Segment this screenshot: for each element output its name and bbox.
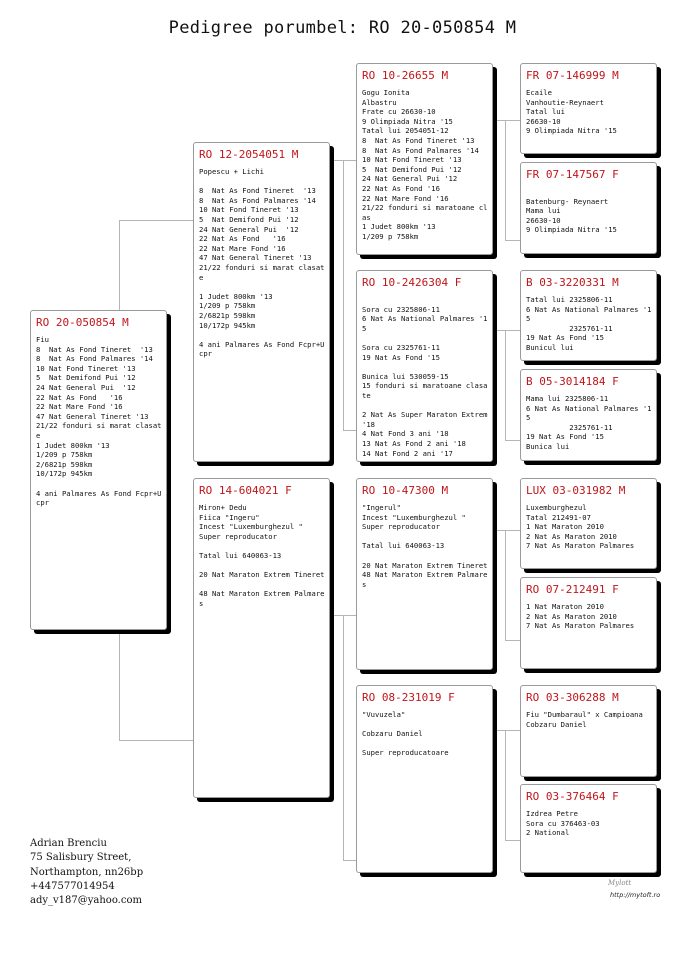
ring-number: RO 03-306288 M <box>526 691 619 704</box>
connector-line <box>492 120 520 121</box>
pigeon-card-dds: RO 03-306288 M Fiu "Dumbaraul" x Campioa… <box>520 685 657 777</box>
owner-city: Northampton, nn26bp <box>30 866 144 878</box>
ring-number: RO 10-2426304 F <box>362 276 462 289</box>
connector-line <box>505 530 506 640</box>
connector-line <box>492 330 520 331</box>
connector-line <box>343 160 344 430</box>
connector-line <box>492 730 520 731</box>
owner-phone: +447577014954 <box>30 880 115 892</box>
ring-number: RO 10-26655 M <box>362 69 449 82</box>
ring-number: FR 07-146999 M <box>526 69 619 82</box>
connector-line <box>505 730 506 840</box>
connector-line <box>505 240 520 241</box>
ring-number: LUX 03-031982 M <box>526 484 626 497</box>
owner-name: Adrian Brenciu <box>30 838 107 849</box>
pigeon-card-dam-sire: RO 10-47300 M "Ingerul"Incest "Luxemburg… <box>356 478 493 670</box>
footer-url[interactable]: http://mytoft.ro <box>610 891 661 899</box>
signature-logo: Mylott <box>608 879 632 887</box>
connector-line <box>505 120 506 240</box>
pigeon-info: "Ingerul"Incest "Luxemburghezul "Super r… <box>362 503 488 589</box>
owner-contact: Adrian Brenciu 75 Salisbury Street, Nort… <box>30 837 143 908</box>
ring-number: RO 20-050854 M <box>36 316 129 329</box>
connector-line <box>343 430 356 431</box>
connector-line <box>343 615 344 860</box>
ring-number: RO 07-212491 F <box>526 583 619 596</box>
connector-line <box>492 530 520 531</box>
connector-line <box>119 740 193 741</box>
ring-number: B 03-3220331 M <box>526 276 619 289</box>
owner-address: 75 Salisbury Street, <box>30 852 132 864</box>
connector-line <box>505 330 506 440</box>
ring-number: FR 07-147567 F <box>526 168 619 181</box>
connector-line <box>505 440 520 441</box>
page-title: Pedigree porumbel: RO 20-050854 M <box>168 18 517 38</box>
connector-line <box>505 840 520 841</box>
ring-number: RO 08-231019 F <box>362 691 455 704</box>
ring-number: B 05-3014184 F <box>526 375 619 388</box>
connector-line <box>119 220 193 221</box>
connector-line <box>505 640 520 641</box>
connector-line <box>343 860 356 861</box>
ring-number: RO 12-2054051 M <box>199 148 299 161</box>
ring-number: RO 03-376464 F <box>526 790 619 803</box>
ring-number: RO 10-47300 M <box>362 484 449 497</box>
owner-email: ady_v187@yahoo.com <box>30 895 142 907</box>
ring-number: RO 14-604021 F <box>199 484 292 497</box>
